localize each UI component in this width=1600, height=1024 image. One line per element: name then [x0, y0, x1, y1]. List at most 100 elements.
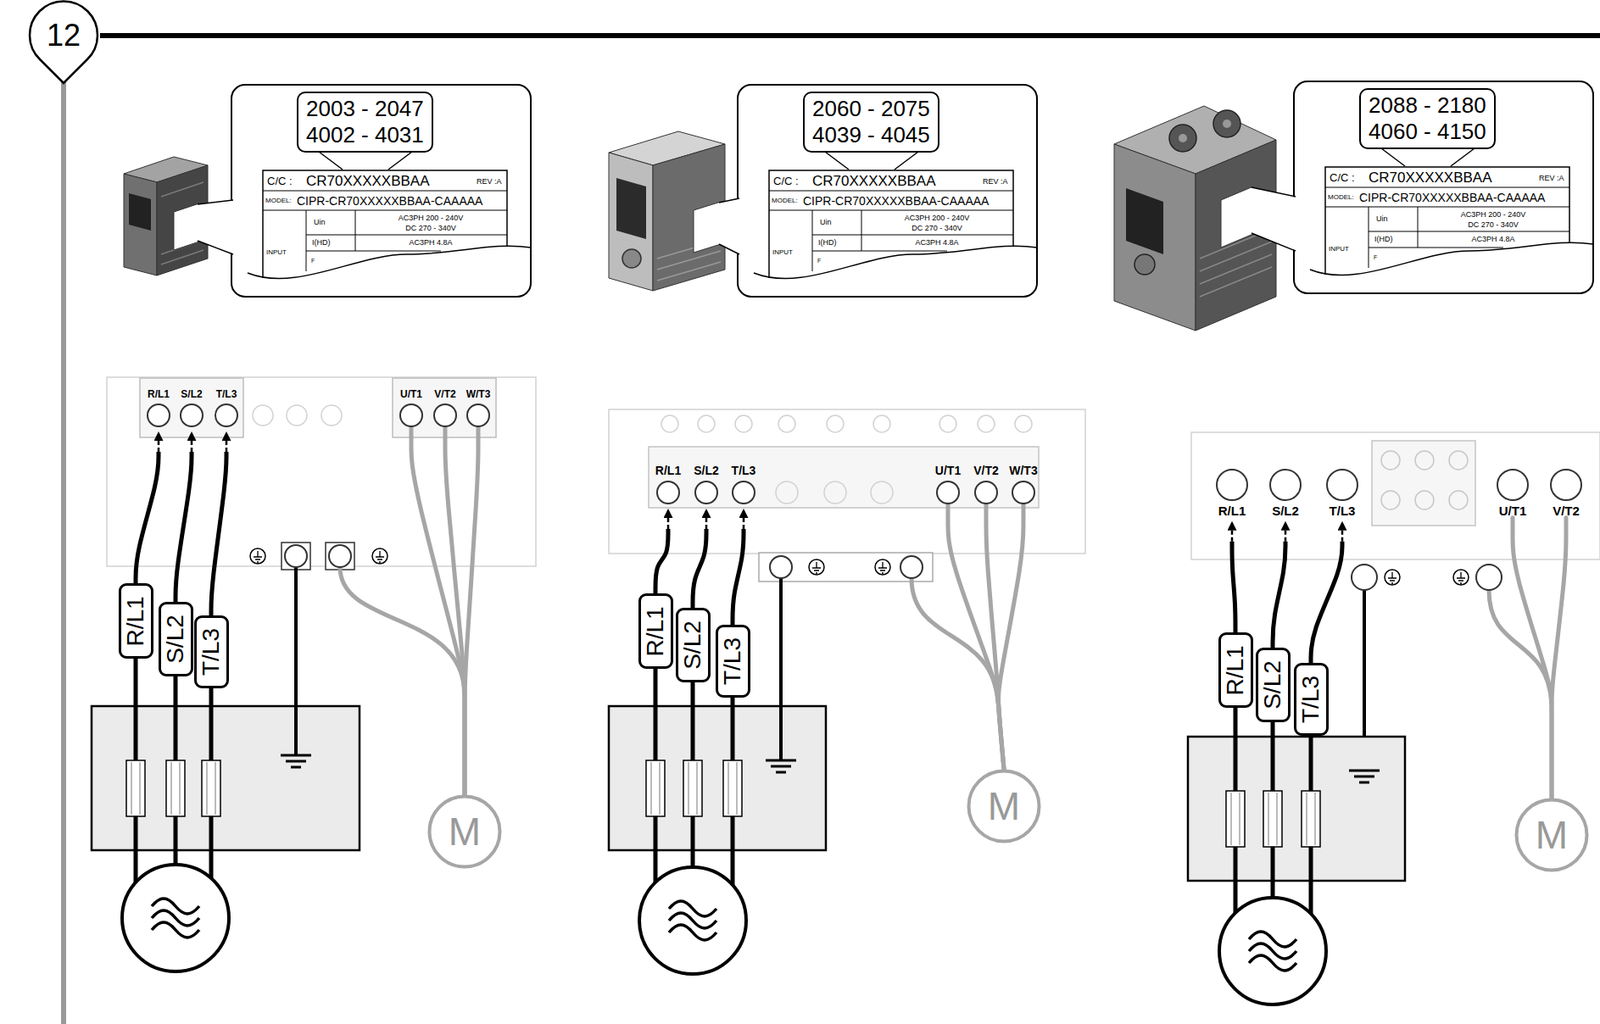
terminal-screw-outline — [732, 481, 755, 504]
drive-front — [123, 173, 157, 276]
terminal-label: S/L2 — [180, 389, 202, 401]
supply-wire — [135, 431, 159, 584]
terminal-label: R/L1 — [147, 389, 170, 401]
ground-terminal — [900, 556, 923, 579]
nameplate-text: REV :A — [476, 178, 502, 186]
drive-nameplate — [693, 201, 721, 253]
terminal-screw — [1010, 479, 1037, 506]
supply-wire-path — [135, 451, 159, 584]
unused-terminal — [286, 405, 307, 426]
supply-wire-path — [1232, 541, 1236, 633]
motor-wire — [445, 428, 465, 795]
terminal-screw — [145, 402, 172, 429]
motor-label: M — [987, 786, 1021, 826]
cable-tag: S/L2 — [675, 607, 711, 683]
insert-arrow — [742, 508, 746, 530]
cable-label: S/L2 — [1259, 660, 1287, 710]
nameplate-text: AC3PH 200 - 240V — [1460, 211, 1527, 219]
drawing-part — [1231, 792, 1240, 846]
terminal: T/L3 — [213, 389, 240, 429]
drawing-part — [683, 760, 703, 817]
terminal-screw-outline — [1270, 469, 1301, 501]
step-rule — [100, 33, 1600, 39]
terminal-screw — [973, 479, 999, 506]
ground-terminal — [769, 556, 792, 579]
nameplate-text: MODEL: — [265, 197, 292, 205]
insert-arrow — [1341, 521, 1344, 542]
drawing-part — [878, 562, 887, 574]
cable-label: S/L2 — [680, 620, 707, 670]
drawing-part — [1449, 451, 1468, 470]
cable-tag: T/L3 — [715, 624, 751, 698]
terminal: S/L2 — [178, 389, 205, 429]
insert-arrow — [157, 431, 161, 452]
cable-tag: R/L1 — [638, 593, 674, 669]
terminal-screw-outline — [936, 481, 959, 504]
step-number: 12 — [26, 20, 101, 51]
callout-wedge — [197, 200, 235, 255]
model-range-box: 2060 - 20754039 - 4045 — [802, 91, 940, 153]
supply-wire — [1232, 521, 1236, 633]
model-range: 2060 - 2075 — [812, 95, 931, 123]
fuse — [723, 760, 742, 817]
terminal: T/L3 — [730, 464, 757, 506]
supply-wire — [1272, 521, 1286, 648]
nameplate-text: INPUT — [1328, 245, 1350, 253]
nameplate-text: MODEL: — [1327, 194, 1355, 201]
drive-nameplate — [173, 203, 200, 251]
terminal-screw — [1549, 468, 1584, 502]
terminal: W/T3 — [1009, 464, 1037, 506]
model-range: 4039 - 4045 — [812, 122, 931, 149]
terminal-screw-outline — [1550, 469, 1582, 501]
drawing-part — [812, 562, 821, 574]
nameplate-text: AC3PH 4.8A — [1471, 235, 1515, 244]
terminal-label: R/L1 — [655, 464, 681, 478]
terminal-screw-outline — [1216, 469, 1248, 501]
ground-terminal — [1476, 564, 1502, 591]
drawing-part — [171, 762, 180, 815]
drive-front — [1114, 144, 1196, 331]
nameplate-text: C/C : — [773, 175, 799, 187]
ground-wire — [294, 706, 298, 756]
supply-wire-path — [175, 451, 192, 603]
ac-symbol — [668, 901, 717, 941]
supply-wire-path — [211, 451, 227, 616]
cable-label: T/L3 — [719, 637, 747, 686]
supply-wire — [655, 508, 669, 594]
terminal-screw — [178, 402, 205, 429]
fuse — [126, 760, 145, 817]
drawing-part — [1381, 451, 1400, 470]
cable-label: R/L1 — [1222, 645, 1249, 696]
drawing-part — [1384, 569, 1400, 586]
ground-terminal — [284, 545, 307, 568]
insert-arrow — [705, 508, 709, 530]
drawing-part — [1415, 490, 1434, 510]
drawing-part — [201, 760, 221, 817]
model-range: 2003 - 2047 — [306, 95, 424, 123]
nameplate-text: F — [1373, 254, 1378, 261]
model-range: 2088 - 2180 — [1368, 92, 1487, 119]
nameplate-text: DC 270 - 340V — [911, 224, 963, 233]
terminal-block — [139, 378, 244, 438]
supply-wire-path — [1272, 541, 1286, 648]
insert-arrow — [190, 431, 194, 452]
supply-wire — [692, 508, 707, 608]
ground-wire — [779, 706, 783, 761]
cable-label: T/L3 — [198, 628, 225, 676]
cable-tag: R/L1 — [118, 583, 154, 659]
drawing-part — [1388, 572, 1397, 584]
motor-wire — [1551, 518, 1567, 798]
nameplate-text: INPUT — [772, 249, 793, 257]
cable-label: T/L3 — [1298, 675, 1325, 724]
ground-bar — [758, 552, 933, 582]
supply-wire-path — [1310, 541, 1343, 664]
unused-terminal — [1381, 451, 1468, 510]
drive-fan — [1169, 124, 1197, 152]
nameplate-text: AC3PH 200 - 240V — [398, 214, 464, 223]
drawing-part — [131, 762, 140, 815]
ac-source — [1219, 897, 1327, 1005]
terminal-holder — [1371, 440, 1476, 526]
supply-wire-path — [692, 529, 707, 608]
motor-ground-wire — [1488, 590, 1552, 704]
drive-base-outline — [106, 377, 536, 567]
